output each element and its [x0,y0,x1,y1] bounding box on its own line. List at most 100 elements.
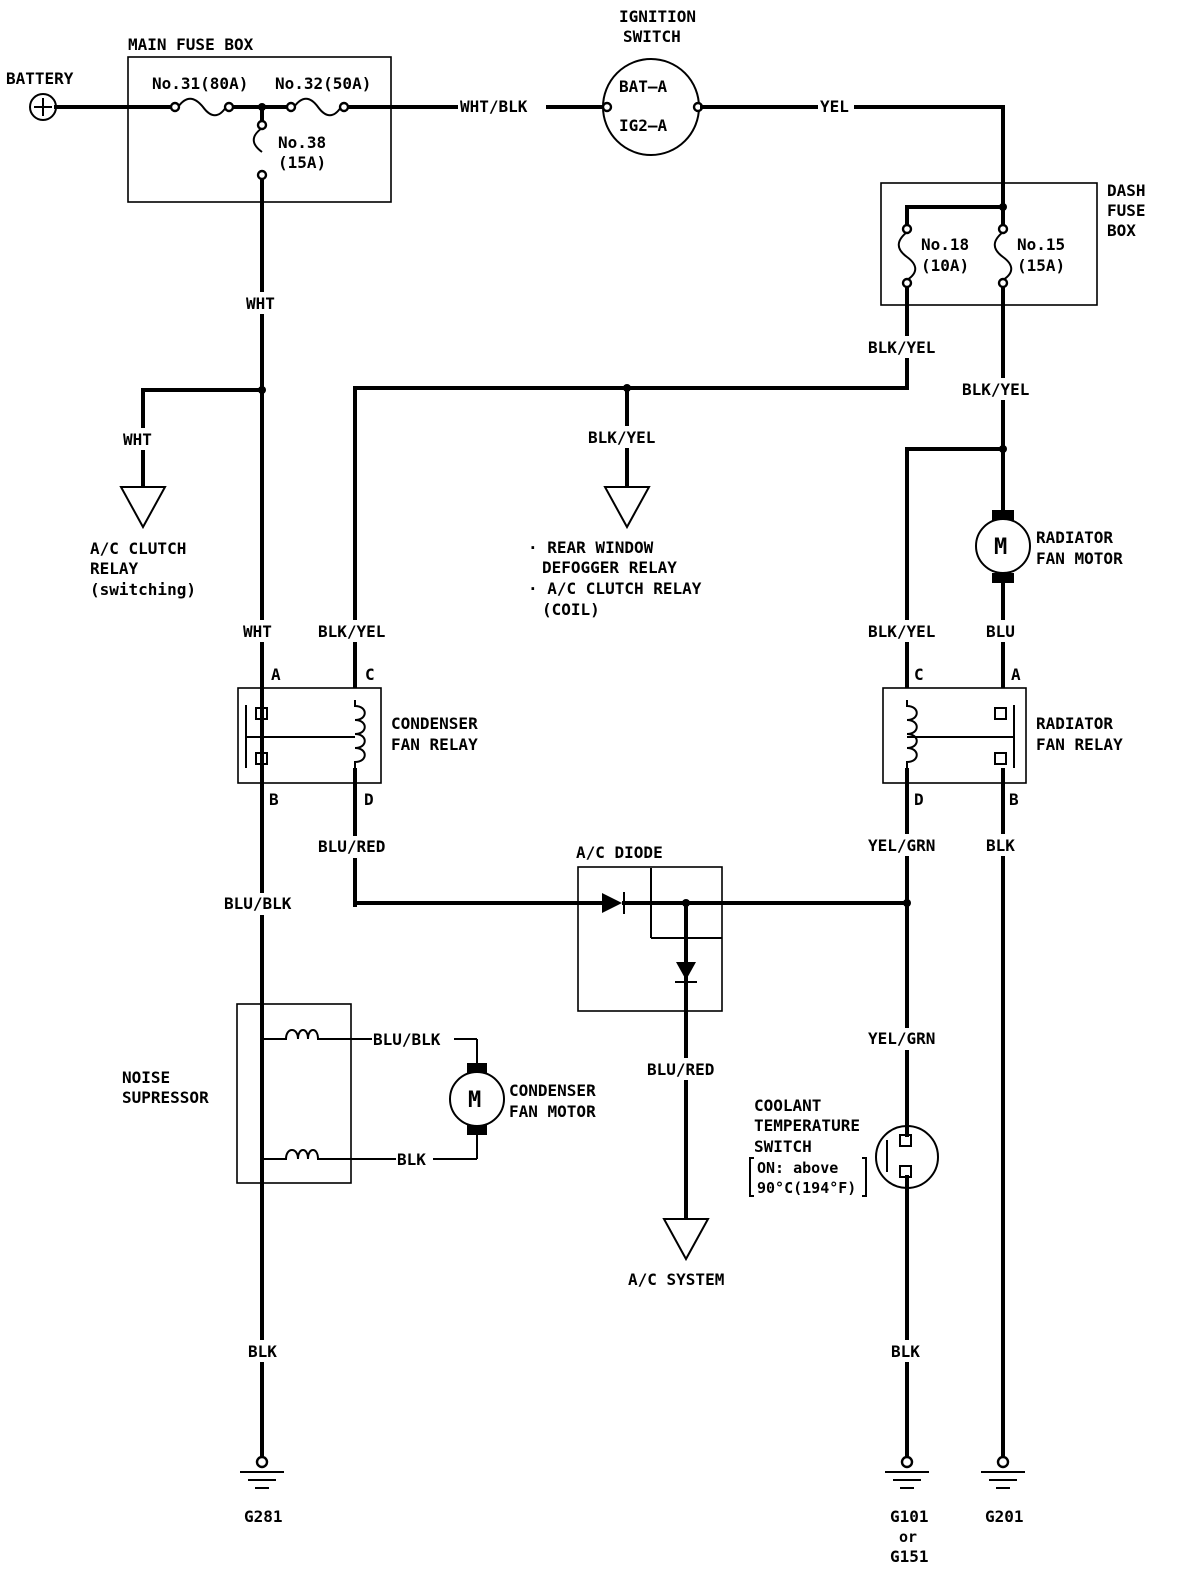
ac-system-label: A/C SYSTEM [628,1270,724,1289]
rad-relay-pin-c: C [914,665,924,684]
radiator-fan-motor-symbol: M [994,535,1007,560]
wire-label-blu-red-ac: BLU/RED [647,1060,714,1079]
condenser-fan-relay-label: CONDENSER [391,714,478,733]
fuse-15-rating: (15A) [1017,256,1065,275]
cond-relay-pin-a: A [271,665,281,684]
wire-label-blk-g281: BLK [248,1342,277,1361]
wire-label-blk-yel-rad: BLK/YEL [868,622,935,641]
cond-relay-pin-c: C [365,665,375,684]
condenser-fan-motor-label-2: FAN MOTOR [509,1102,596,1121]
fuse-15-label: No.15 [1017,235,1065,254]
radiator-fan-relay [882,687,1027,784]
wire-label-blu-blk-motor: BLU/BLK [373,1030,441,1049]
ignition-switch [602,58,700,156]
wire-label-yel-grn-relay: YEL/GRN [868,836,935,855]
wire-label-wht-relay: WHT [243,622,272,641]
ground-g201-label: G201 [985,1507,1024,1526]
noise-suppressor [236,1003,352,1184]
dash-fuse-box-label-3: BOX [1107,221,1136,240]
ac-diode-label: A/C DIODE [576,843,663,862]
ground-g101 [885,1455,929,1489]
ignition-switch-label: IGNITION [619,7,696,26]
coolant-temperature-switch [749,1125,939,1460]
wire-label-blk-g101: BLK [891,1342,920,1361]
coolant-switch-label-3: SWITCH [754,1137,812,1156]
ground-g101-label: G101 [890,1507,929,1526]
main-fuse-box-label: MAIN FUSE BOX [128,35,254,54]
wire-label-wht-main: WHT [246,294,275,313]
ac-clutch-coil-label: · A/C CLUTCH RELAY [528,579,702,598]
wire-label-blu-blk-cond: BLU/BLK [224,894,292,913]
ground-g281 [240,1455,284,1489]
noise-suppressor-coils [260,1000,478,1460]
ac-clutch-connector-arrow [119,486,167,530]
condenser-fan-relay [237,687,382,784]
radiator-fan-motor-label-2: FAN MOTOR [1036,549,1123,568]
ac-diode-internals [353,868,911,1220]
battery-label: BATTERY [6,69,74,88]
wire-label-blu-red-cond: BLU/RED [318,837,385,856]
dash-fuse-box-label: DASH [1107,181,1146,200]
fuse-38-rating: (15A) [278,153,326,172]
ac-clutch-relay-label-2: RELAY [90,559,139,578]
coolant-switch-label: COOLANT [754,1096,821,1115]
rad-relay-pin-d: D [914,790,924,809]
dash-fuse-box-label-2: FUSE [1107,201,1146,220]
fuse-38-label: No.38 [278,133,326,152]
wire-label-blk-yel-relay: BLK/YEL [318,622,385,641]
main-fuse-box [127,56,392,203]
ignition-switch-label-2: SWITCH [623,27,681,46]
rad-relay-pin-a: A [1011,665,1021,684]
cond-relay-pin-d: D [364,790,374,809]
wire-label-blk-yel-dash-18: BLK/YEL [868,338,935,357]
ac-clutch-coil-label-2: (COIL) [542,600,600,619]
noise-suppressor-label-2: SUPRESSOR [122,1088,209,1107]
bat-a-terminal [601,101,613,113]
coolant-switch-label-2: TEMPERATURE [754,1116,860,1135]
ground-g281-label: G281 [244,1507,283,1526]
radiator-relay-internals [906,700,1015,770]
ac-system-connector-arrow [662,1218,710,1262]
wire-label-yel-grn-switch: YEL/GRN [868,1029,935,1048]
ground-g201 [981,1455,1025,1489]
radiator-feed [905,445,1007,688]
condenser-fan-motor [449,1063,505,1135]
condenser-fan-relay-label-2: FAN RELAY [391,735,478,754]
radiator-fan-relay-label-2: FAN RELAY [1036,735,1123,754]
rad-relay-pin-b: B [1009,790,1019,809]
wire-label-wht-blk: WHT/BLK [460,97,528,116]
rear-window-connector-arrow [603,486,651,530]
condenser-fan-motor-symbol: M [468,1088,481,1113]
dash-fuse-box [880,182,1098,306]
ground-g151-label: G151 [890,1547,929,1566]
ac-clutch-relay-label: A/C CLUTCH [90,539,186,558]
ig2-a-terminal-label: IG2–A [619,116,668,135]
main-fuse-wiring [54,97,605,1460]
rear-window-label: · REAR WINDOW [528,538,654,557]
radiator-fan-relay-label: RADIATOR [1036,714,1113,733]
wire-label-yel: YEL [820,97,849,116]
main-fuse-terminals [169,101,350,181]
wire-label-blk-motor: BLK [397,1150,426,1169]
condenser-relay-internals [245,700,366,770]
wire-label-wht-clutch: WHT [123,430,152,449]
wire-label-blu-rad: BLU [986,622,1015,641]
fuse-32-label: No.32(50A) [275,74,371,93]
wire-label-blk-yel-rear: BLK/YEL [588,428,655,447]
fuse-18-label: No.18 [921,235,969,254]
rear-window-label-2: DEFOGGER RELAY [542,558,677,577]
ac-clutch-relay-label-3: (switching) [90,580,196,599]
coolant-switch-temperature: 90°C(194°F) [757,1179,856,1197]
radiator-fan-motor-label: RADIATOR [1036,528,1113,547]
wire-label-blk-yel-dash-15: BLK/YEL [962,380,1029,399]
fuse-18-rating: (10A) [921,256,969,275]
cond-relay-pin-b: B [269,790,279,809]
ground-or-label: or [899,1528,917,1546]
fuse-31-label: No.31(80A) [152,74,248,93]
battery-symbol [29,93,57,121]
bat-a-terminal-label: BAT–A [619,77,668,96]
condenser-fan-motor-label: CONDENSER [509,1081,596,1100]
coolant-switch-on-condition: ON: above [757,1159,838,1177]
